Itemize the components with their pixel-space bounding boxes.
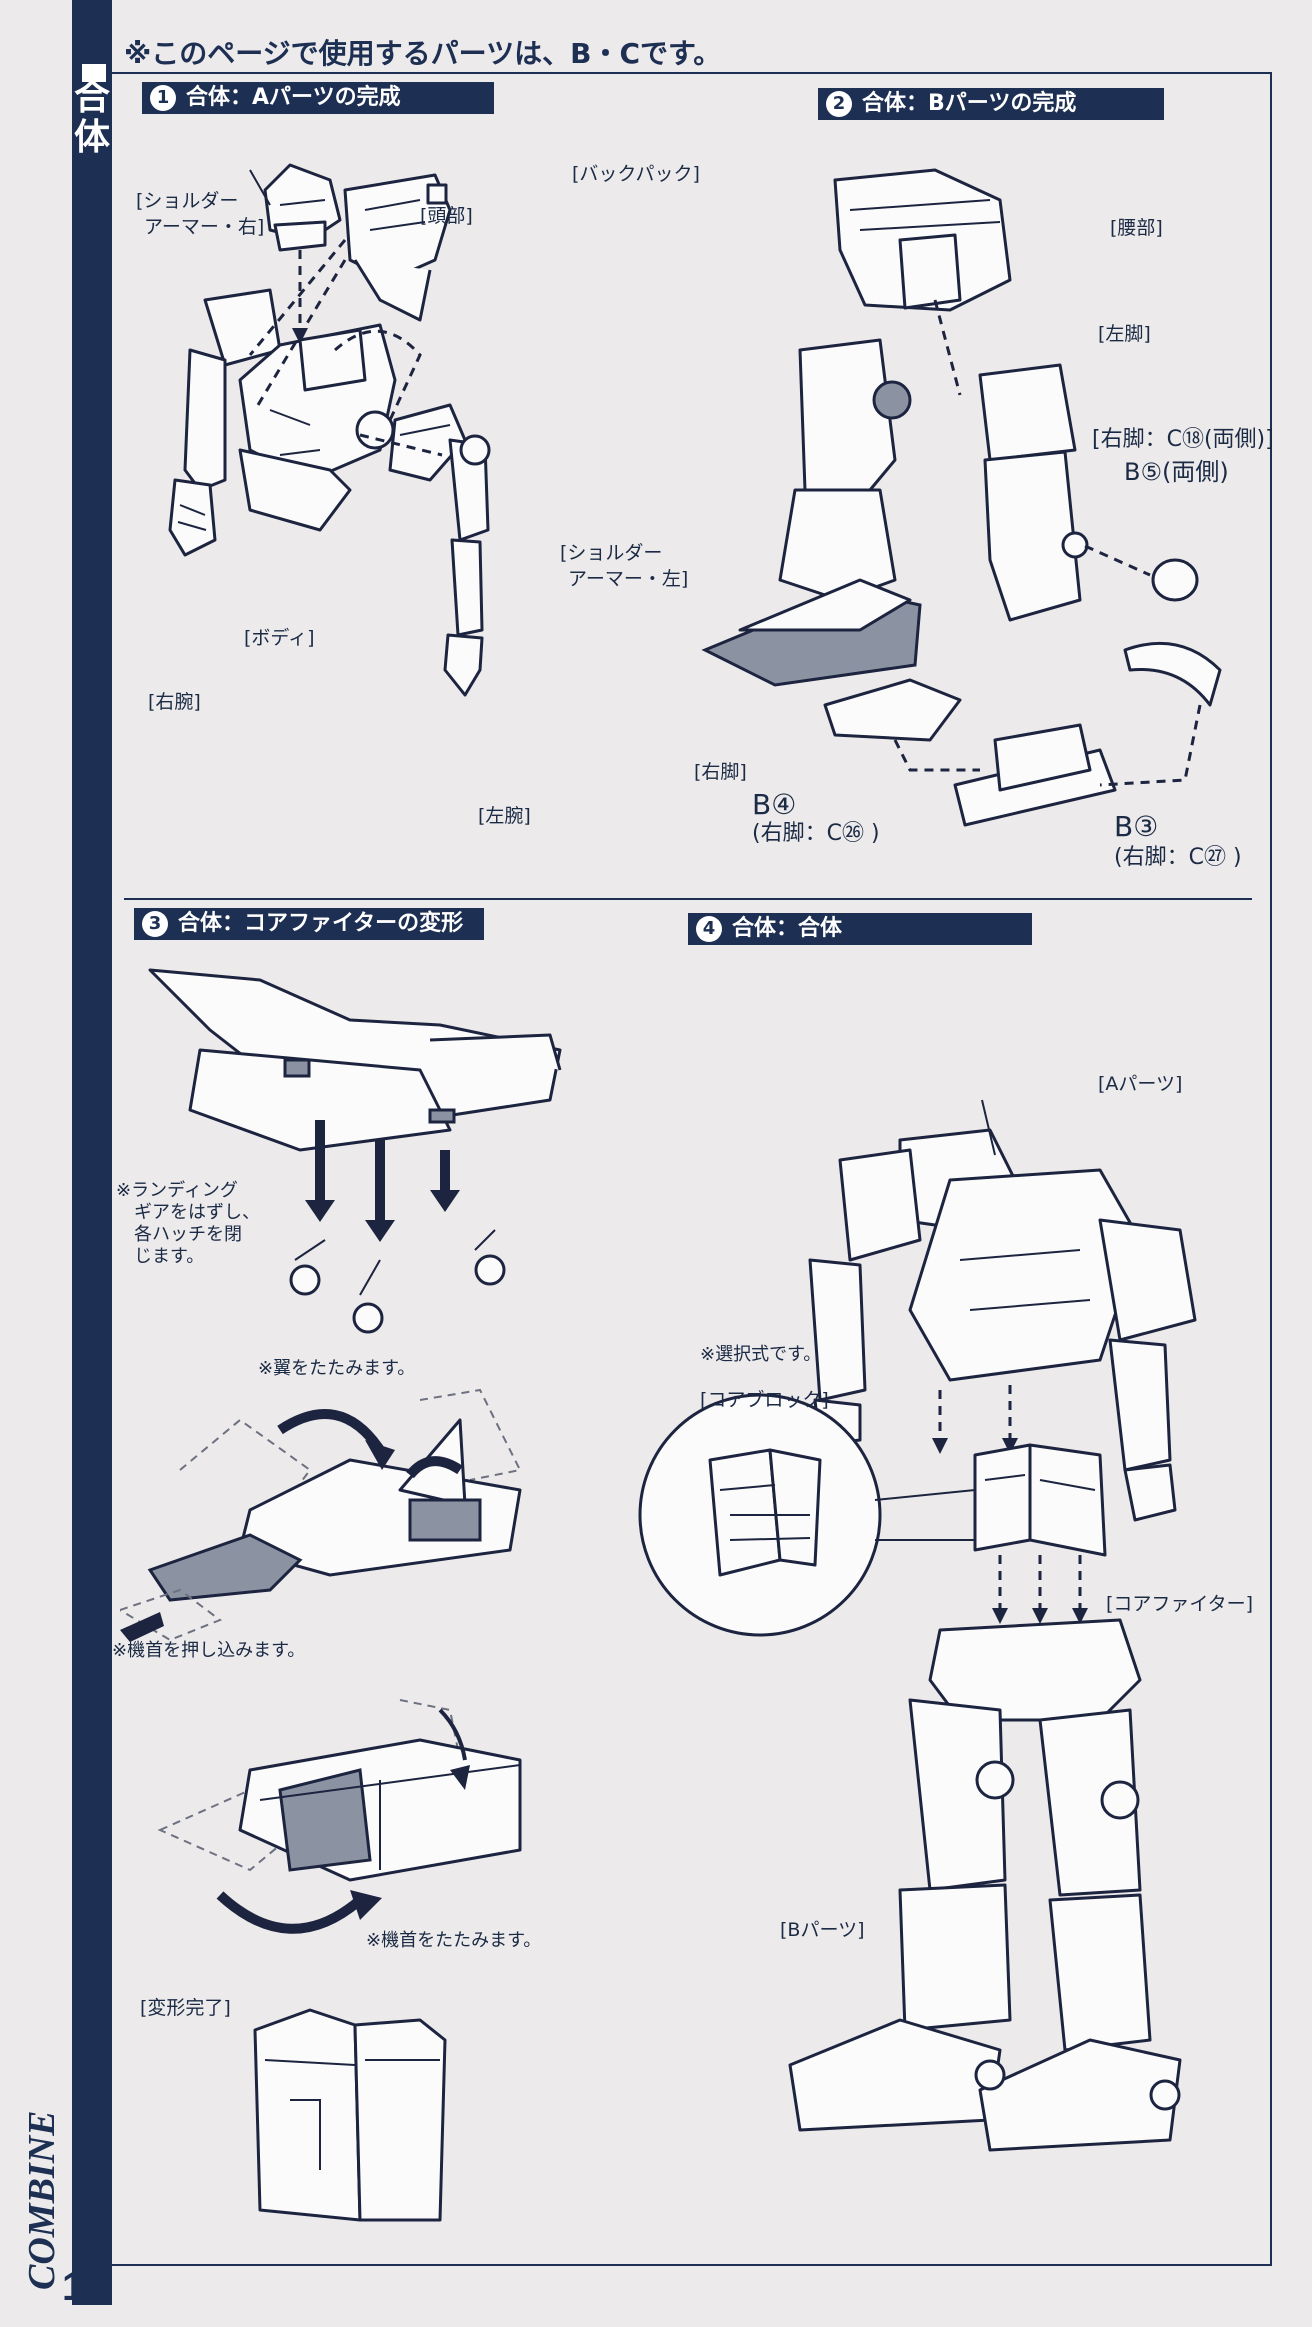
note-line: ギアをはずし、 — [134, 1202, 260, 1223]
content-frame — [112, 72, 1272, 2266]
step-3-illustration — [120, 968, 562, 2222]
parts-note: ※このページで使用するパーツは、B・Cです。 — [124, 37, 722, 70]
label-a-parts: [Aパーツ] — [1098, 1073, 1183, 1095]
step-title: 合体：合体 — [732, 916, 843, 941]
step-1-illustration — [168, 163, 491, 697]
label-b-parts: [Bパーツ] — [780, 1919, 865, 1941]
section-divider — [124, 898, 1252, 900]
label-transform-done: [変形完了] — [140, 1997, 231, 2019]
waist-part — [833, 168, 1012, 312]
body-part — [203, 288, 397, 532]
page-number: 14 — [62, 2265, 107, 2309]
note-landing-gear: ※ランディング ギアをはずし、 各ハッチを閉 じます。 — [116, 1180, 260, 1268]
shoulder-armor-left-part — [388, 403, 467, 482]
b-parts-lower-body — [788, 1618, 1182, 2152]
left-leg-part — [953, 363, 1117, 827]
label-left-leg: [左脚] — [1098, 323, 1151, 345]
step-title: 合体：Bパーツの完成 — [862, 91, 1077, 116]
label-part-b4: B④ — [752, 788, 797, 821]
step-4-header: 4 合体：合体 — [688, 913, 1032, 945]
note-push-nose: ※機首を押し込みます。 — [112, 1640, 306, 1661]
label-waist: [腰部] — [1110, 217, 1163, 239]
label-part-b4-sub: (右脚：C㉖ ) — [752, 821, 880, 846]
part-b5 — [1151, 558, 1199, 602]
label-part-b3-sub: (右脚：C㉗ ) — [1114, 845, 1242, 870]
note-optional: ※選択式です。 — [700, 1344, 822, 1365]
label-head: [頭部] — [420, 205, 473, 227]
label-right-leg-parts: [右脚：C⑱(両側)] — [1092, 427, 1274, 452]
backpack-part — [343, 173, 452, 322]
head-part — [249, 163, 342, 252]
part-b4 — [823, 678, 962, 742]
combine-vertical-word: COMBINE — [24, 2111, 63, 2291]
step-2-header: 2 合体：Bパーツの完成 — [818, 88, 1164, 120]
note-fold-nose: ※機首をたたみます。 — [366, 1930, 542, 1951]
step-number-badge: 2 — [826, 91, 852, 117]
right-arm-part — [168, 348, 227, 557]
label-body: [ボディ] — [244, 627, 315, 649]
label-line: アーマー・右] — [144, 216, 265, 238]
step-3-header: 3 合体：コアファイターの変形 — [134, 908, 484, 940]
left-arm-part — [443, 434, 491, 697]
step-number-badge: 4 — [696, 916, 722, 942]
note-line: じます。 — [134, 1246, 205, 1267]
label-part-b3: B③ — [1114, 810, 1159, 843]
section-title: 合 体 — [70, 78, 114, 158]
step-number-badge: 3 — [142, 911, 168, 937]
core-block-part — [708, 1448, 822, 1577]
step-number-badge: 1 — [150, 85, 176, 111]
step-title: 合体：コアファイターの変形 — [178, 911, 464, 936]
core-fighter-transformed — [253, 2008, 447, 2222]
step-title: 合体：Aパーツの完成 — [186, 85, 401, 110]
label-backpack: [バックパック] — [572, 163, 700, 185]
combine-text: COMBINE — [24, 2111, 63, 2291]
label-part-b5: B⑤(両側) — [1124, 458, 1229, 486]
core-fighter-fold-wings — [120, 1388, 522, 1642]
note-line: 各ハッチを閉 — [134, 1224, 242, 1245]
right-leg-part — [701, 338, 922, 687]
step-1-header: 1 合体：Aパーツの完成 — [142, 82, 494, 114]
sidebar-marker — [82, 64, 106, 82]
label-core-block: [コアブロック] — [700, 1389, 829, 1411]
core-fighter-block — [973, 1443, 1107, 1557]
section-title-char: 体 — [73, 117, 110, 158]
label-line: [ショルダー — [560, 542, 663, 564]
part-b3 — [1123, 641, 1222, 707]
a-parts-upper-body — [808, 1099, 1197, 1522]
step-2-illustration — [701, 168, 1222, 827]
label-line: [ショルダー — [136, 190, 239, 212]
label-right-arm: [右腕] — [148, 691, 201, 713]
section-title-char: 合 — [73, 77, 110, 118]
label-left-arm: [左腕] — [478, 805, 531, 827]
label-line: アーマー・左] — [568, 568, 689, 590]
core-fighter-landing — [148, 968, 562, 1152]
label-shoulder-armor-left: [ショルダー アーマー・左] — [560, 540, 688, 592]
sidebar-band — [72, 0, 112, 2305]
label-core-fighter: [コアファイター] — [1106, 1593, 1254, 1615]
step-4-illustration — [638, 1099, 1197, 2152]
label-shoulder-armor-right: [ショルダー アーマー・右] — [136, 188, 264, 240]
core-fighter-fold-nose — [157, 1699, 522, 1934]
label-right-leg: [右脚] — [694, 761, 747, 783]
note-fold-wings: ※翼をたたみます。 — [258, 1358, 416, 1379]
note-line: ※ランディング — [116, 1180, 238, 1201]
